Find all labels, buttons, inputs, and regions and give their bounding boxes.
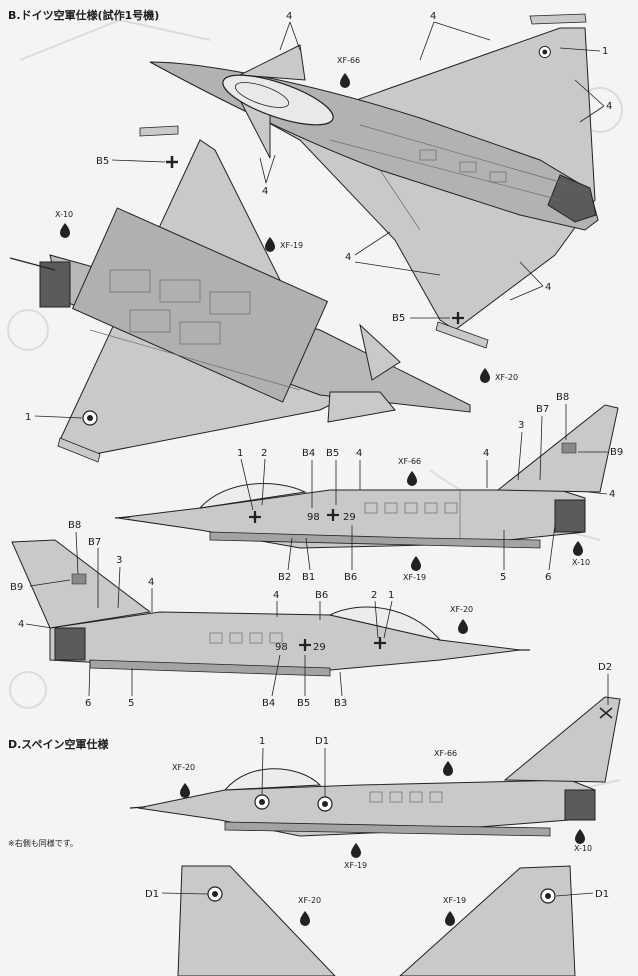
decal-b5-c: B5 <box>326 448 339 459</box>
serial-right-1: 29 <box>343 512 356 523</box>
serial-right-2: 29 <box>313 642 326 653</box>
paint-xf20-side3: XF-20 <box>172 763 195 772</box>
side-view-german-right: 98 29 <box>11 539 530 677</box>
decal-b9-a: B9 <box>610 447 623 458</box>
part-4-c: 4 <box>606 101 612 112</box>
decal-d1-a: D1 <box>315 736 329 747</box>
paint-xf19-side1: XF-19 <box>403 573 426 582</box>
decal-callouts: 4 4 1 4 4 B5 4 4 B5 1 1 2 B4 B5 4 4 3 B7… <box>10 11 623 900</box>
part-1-e: 1 <box>259 736 265 747</box>
part-4-i: 4 <box>609 489 615 500</box>
paint-xf20-fin: XF-20 <box>298 896 321 905</box>
side-view-german-left: 98 29 <box>114 404 619 549</box>
part-6-a: 6 <box>545 572 551 583</box>
decal-b6-b: B6 <box>315 590 328 601</box>
paint-xf20-side2: XF-20 <box>450 605 473 614</box>
decal-d1-b: D1 <box>145 889 159 900</box>
decal-b9-b: B9 <box>10 582 23 593</box>
part-3-a: 3 <box>518 420 524 431</box>
serial-left-2: 98 <box>275 642 288 653</box>
decal-b2-a: B2 <box>278 572 291 583</box>
decal-d1-c: D1 <box>595 889 609 900</box>
side-view-spanish <box>129 696 621 837</box>
paint-x10-bottom: X-10 <box>55 210 73 219</box>
decal-b7-a: B7 <box>536 404 549 415</box>
part-4-a: 4 <box>286 11 292 22</box>
decal-b6-a: B6 <box>344 572 357 583</box>
part-3-b: 3 <box>116 555 122 566</box>
paint-x10-side3: X-10 <box>574 844 592 853</box>
paint-xf66-side1: XF-66 <box>398 457 421 466</box>
fin-view-right <box>399 865 576 976</box>
part-4-d: 4 <box>262 186 268 197</box>
part-1-a: 1 <box>602 46 608 57</box>
part-6-b: 6 <box>85 698 91 709</box>
part-4-k: 4 <box>18 619 24 630</box>
part-2-b: 2 <box>371 590 377 601</box>
top-view-aircraft <box>149 13 599 349</box>
part-4-f: 4 <box>545 282 551 293</box>
paint-xf20-top: XF-20 <box>495 373 518 382</box>
part-1-c: 1 <box>237 448 243 459</box>
paint-xf19-fin: XF-19 <box>443 896 466 905</box>
decal-b4-b: B4 <box>262 698 275 709</box>
part-4-g: 4 <box>356 448 362 459</box>
part-4-l: 4 <box>273 590 279 601</box>
bottom-view-aircraft <box>9 125 471 463</box>
paint-x10-side1: X-10 <box>572 558 590 567</box>
part-5-b: 5 <box>128 698 134 709</box>
paint-callouts: XF-66 XF-19 X-10 XF-20 XF-66 XF-19 X-10 … <box>55 56 592 926</box>
part-2-a: 2 <box>261 448 267 459</box>
part-5-a: 5 <box>500 572 506 583</box>
decal-d2: D2 <box>598 662 612 673</box>
decal-b7-b: B7 <box>88 537 101 548</box>
part-1-b: 1 <box>25 412 31 423</box>
serial-left-1: 98 <box>307 512 320 523</box>
decal-b5-a: B5 <box>96 156 109 167</box>
paint-xf66-top: XF-66 <box>337 56 360 65</box>
decal-b4-a: B4 <box>302 448 315 459</box>
decal-b3-a: B3 <box>334 698 347 709</box>
fin-view-left <box>177 865 336 976</box>
decal-b5-d: B5 <box>297 698 310 709</box>
decal-b8-b: B8 <box>68 520 81 531</box>
paint-xf19-bottom: XF-19 <box>280 241 303 250</box>
decal-b1-a: B1 <box>302 572 315 583</box>
decal-b5-b: B5 <box>392 313 405 324</box>
part-1-d: 1 <box>388 590 394 601</box>
section-d-title: D.スペイン空軍仕様 <box>8 737 110 751</box>
part-4-h: 4 <box>483 448 489 459</box>
section-b-title: B.ドイツ空軍仕様(試作1号機) <box>8 8 159 22</box>
paint-xf66-side3: XF-66 <box>434 749 457 758</box>
decal-b8-a: B8 <box>556 392 569 403</box>
note-text: ※右側も同様です。 <box>8 838 78 848</box>
part-4-e: 4 <box>345 252 351 263</box>
paint-xf19-side3: XF-19 <box>344 861 367 870</box>
part-4-b: 4 <box>430 11 436 22</box>
part-4-j: 4 <box>148 577 154 588</box>
